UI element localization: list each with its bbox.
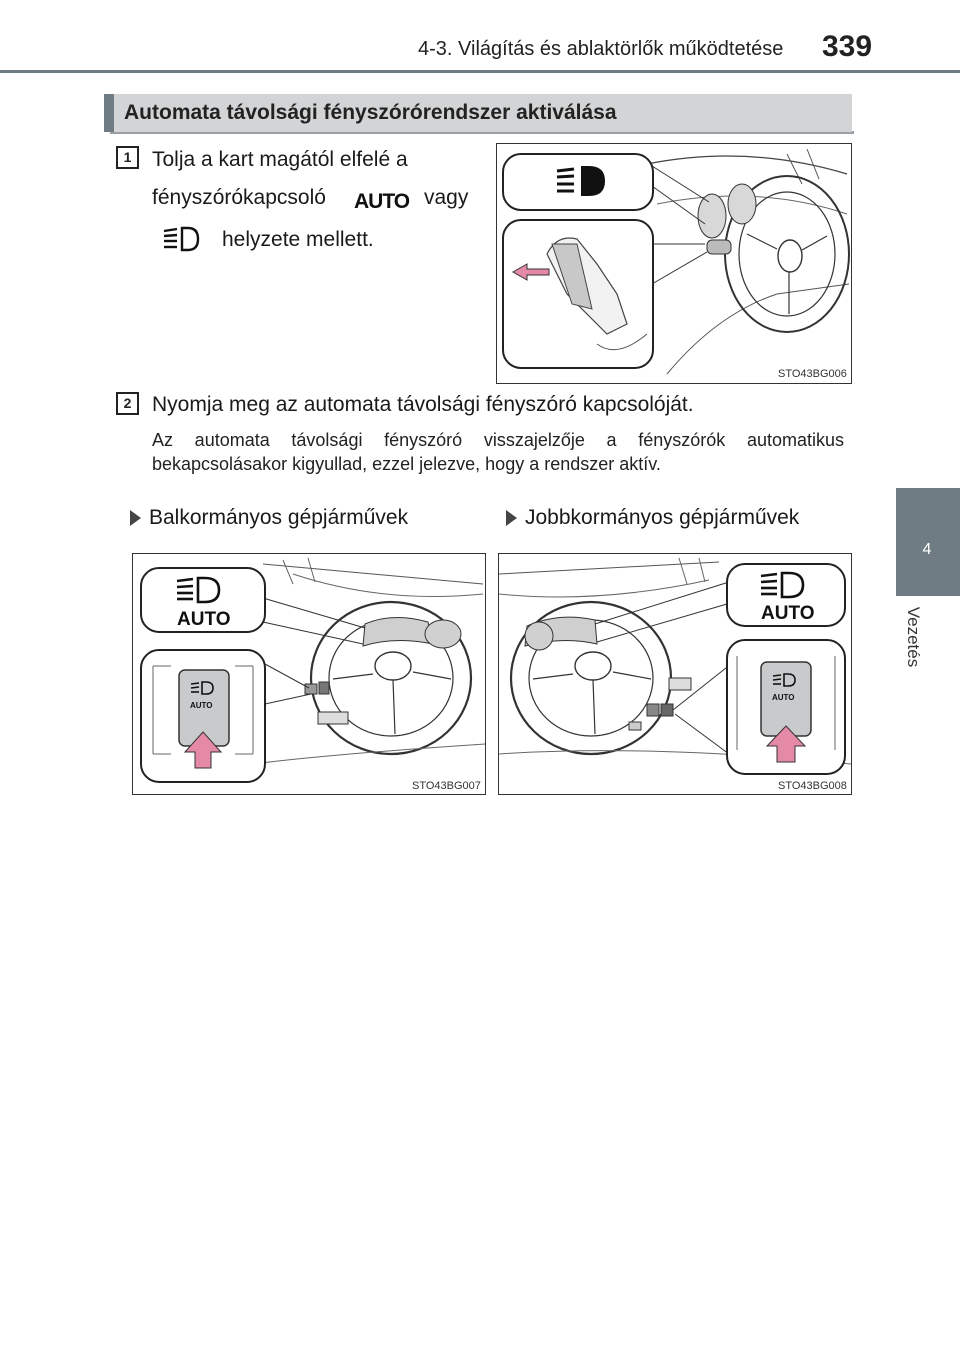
headlight-icon bbox=[160, 226, 202, 252]
triangle-bullet-icon bbox=[506, 510, 517, 527]
step-1-line-1: Tolja a kart magától elfelé a bbox=[152, 148, 408, 171]
figure-code-1: STO43BG006 bbox=[778, 368, 847, 380]
page-number: 339 bbox=[822, 30, 873, 63]
step-2-note: Az automata távolsági fényszóró visszaje… bbox=[152, 430, 844, 474]
section-bar bbox=[104, 94, 852, 132]
step-1-line-3: helyzete mellett. bbox=[222, 228, 374, 251]
section-title: Automata távolsági fényszórórendszer akt… bbox=[124, 101, 617, 124]
auto-icon-label-left: AUTO bbox=[177, 609, 230, 630]
chapter-side-tab bbox=[896, 488, 960, 596]
step-number-1: 1 bbox=[116, 146, 139, 169]
chapter-title: 4-3. Világítás és ablaktörlők működtetés… bbox=[418, 38, 784, 60]
figure-code-3: STO43BG008 bbox=[778, 780, 847, 792]
subheading-left-hand-drive: Balkormányos gépjárművek bbox=[130, 506, 408, 530]
section-bar-shadow bbox=[110, 131, 854, 134]
figure-left-hand-drive: AUTO AUTO bbox=[132, 553, 486, 795]
figure-lever-illustration bbox=[496, 143, 852, 384]
subheading-right-hand-drive: Jobbkormányos gépjárművek bbox=[506, 506, 799, 530]
step-1-line-2-before: fényszórókapcsoló bbox=[152, 186, 326, 209]
auto-icon: AUTO bbox=[354, 190, 410, 213]
auto-switch-label-right: AUTO bbox=[772, 693, 795, 702]
figure-right-hand-drive: AUTO AUTO bbox=[498, 553, 852, 795]
auto-icon-label-right: AUTO bbox=[761, 603, 814, 624]
step-number-2: 2 bbox=[116, 392, 139, 415]
side-tab-label: Vezetés bbox=[904, 606, 923, 668]
step-1-line-2-after: vagy bbox=[424, 186, 469, 209]
auto-switch-label-left: AUTO bbox=[190, 701, 213, 710]
header-rule bbox=[0, 70, 960, 73]
step-2-text: Nyomja meg az automata távolsági fényszó… bbox=[152, 393, 694, 416]
side-tab-number: 4 bbox=[922, 541, 932, 558]
figure-code-2: STO43BG007 bbox=[412, 780, 481, 792]
triangle-bullet-icon bbox=[130, 510, 141, 527]
